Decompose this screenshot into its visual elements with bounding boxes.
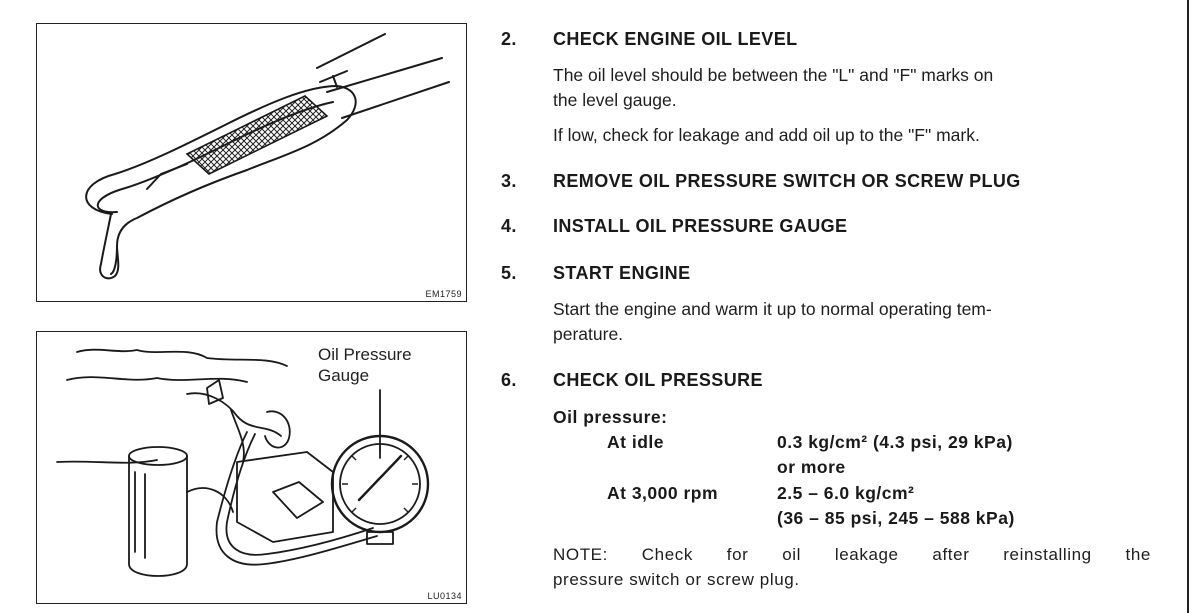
spec-value-line: (36 – 85 psi, 245 – 588 kPa) bbox=[777, 508, 1015, 528]
text-line: the level gauge. bbox=[553, 90, 677, 110]
step-2-heading: 2. CHECK ENGINE OIL LEVEL bbox=[501, 29, 798, 50]
spec-heading: Oil pressure: bbox=[553, 407, 668, 427]
note-line: NOTE: Check for oil leakage after reinst… bbox=[553, 545, 1151, 564]
gauge-label-line1: Oil Pressure bbox=[318, 345, 412, 364]
step-number: 3. bbox=[501, 171, 517, 191]
dipstick-illustration bbox=[85, 33, 450, 280]
spec-value-line: 2.5 – 6.0 kg/cm² bbox=[777, 483, 915, 503]
step-title: CHECK ENGINE OIL LEVEL bbox=[553, 29, 798, 49]
text-line: perature. bbox=[553, 324, 624, 344]
step-number: 4. bbox=[501, 216, 517, 236]
gauge-illustration bbox=[56, 348, 430, 577]
note-line: pressure switch or screw plug. bbox=[553, 570, 800, 589]
text-line: The oil level should be between the "L" … bbox=[553, 65, 994, 85]
figure-oil-pressure-gauge: Oil Pressure Gauge LU0134 bbox=[36, 331, 467, 604]
step-2-text-low: If low, check for leakage and add oil up… bbox=[553, 123, 1153, 148]
page-edge-rule bbox=[1187, 0, 1189, 613]
step-number: 6. bbox=[501, 370, 517, 390]
figure-code: EM1759 bbox=[425, 289, 462, 299]
spec-value-line: or more bbox=[777, 457, 846, 477]
step-5-heading: 5. START ENGINE bbox=[501, 263, 690, 284]
spec-rpm-label: At 3,000 rpm bbox=[607, 483, 719, 503]
spec-idle-value: 0.3 kg/cm² (4.3 psi, 29 kPa) or more bbox=[777, 430, 1013, 480]
step-title: INSTALL OIL PRESSURE GAUGE bbox=[553, 216, 848, 236]
spec-value-line: 0.3 kg/cm² (4.3 psi, 29 kPa) bbox=[777, 432, 1013, 452]
gauge-callout-label: Oil Pressure Gauge bbox=[318, 344, 412, 386]
step-number: 5. bbox=[501, 263, 517, 283]
step-number: 2. bbox=[501, 29, 517, 49]
step-5-text: Start the engine and warm it up to norma… bbox=[553, 297, 1153, 347]
spec-idle-label: At idle bbox=[607, 432, 664, 452]
spec-rpm-value: 2.5 – 6.0 kg/cm² (36 – 85 psi, 245 – 588… bbox=[777, 481, 1015, 531]
step-6-heading: 6. CHECK OIL PRESSURE bbox=[501, 370, 763, 391]
step-title: REMOVE OIL PRESSURE SWITCH OR SCREW PLUG bbox=[553, 171, 1021, 191]
step-3-heading: 3. REMOVE OIL PRESSURE SWITCH OR SCREW PL… bbox=[501, 171, 1021, 192]
step-title: CHECK OIL PRESSURE bbox=[553, 370, 763, 390]
text-line: Start the engine and warm it up to norma… bbox=[553, 299, 992, 319]
gauge-label-line2: Gauge bbox=[318, 366, 370, 385]
step-2-text: The oil level should be between the "L" … bbox=[553, 63, 1153, 113]
step-4-heading: 4. INSTALL OIL PRESSURE GAUGE bbox=[501, 216, 847, 237]
step-title: START ENGINE bbox=[553, 263, 691, 283]
note-text: NOTE: Check for oil leakage after reinst… bbox=[553, 542, 1151, 592]
figure-code: LU0134 bbox=[427, 591, 462, 601]
text-line: If low, check for leakage and add oil up… bbox=[553, 125, 980, 145]
figure-dipstick: EM1759 bbox=[36, 23, 467, 302]
